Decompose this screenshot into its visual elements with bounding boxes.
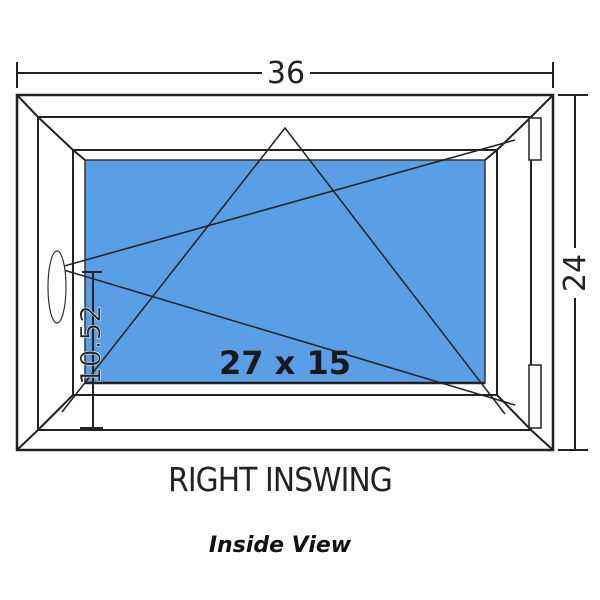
- frame-miter: [530, 94, 554, 118]
- inner-frame: [37, 116, 532, 431]
- frame-miter: [16, 94, 39, 118]
- height-dimension: 24: [558, 254, 593, 292]
- glass-pane: [84, 159, 486, 384]
- sash-miter: [496, 394, 532, 431]
- width-dimension: 36: [267, 56, 305, 91]
- outer-frame: [15, 93, 555, 452]
- glass-miter: [484, 149, 498, 161]
- sash-miter: [37, 394, 74, 431]
- sash-miter: [37, 116, 74, 151]
- frame-miter: [530, 429, 554, 451]
- glass-size-label: 27 x 15: [219, 344, 351, 382]
- view-label: Inside View: [208, 533, 352, 558]
- tilt-indicator-lines: [61, 126, 506, 415]
- frame-miter: [16, 429, 39, 451]
- glass-miter: [72, 149, 86, 161]
- sash-miter: [496, 116, 532, 151]
- handle-height-dimension: 10.52: [74, 305, 107, 385]
- handle-icon: [47, 250, 67, 324]
- hinge-top-icon: [528, 117, 542, 161]
- swing-type-label: RIGHT INSWING: [168, 460, 393, 499]
- hinge-bottom-icon: [528, 364, 542, 429]
